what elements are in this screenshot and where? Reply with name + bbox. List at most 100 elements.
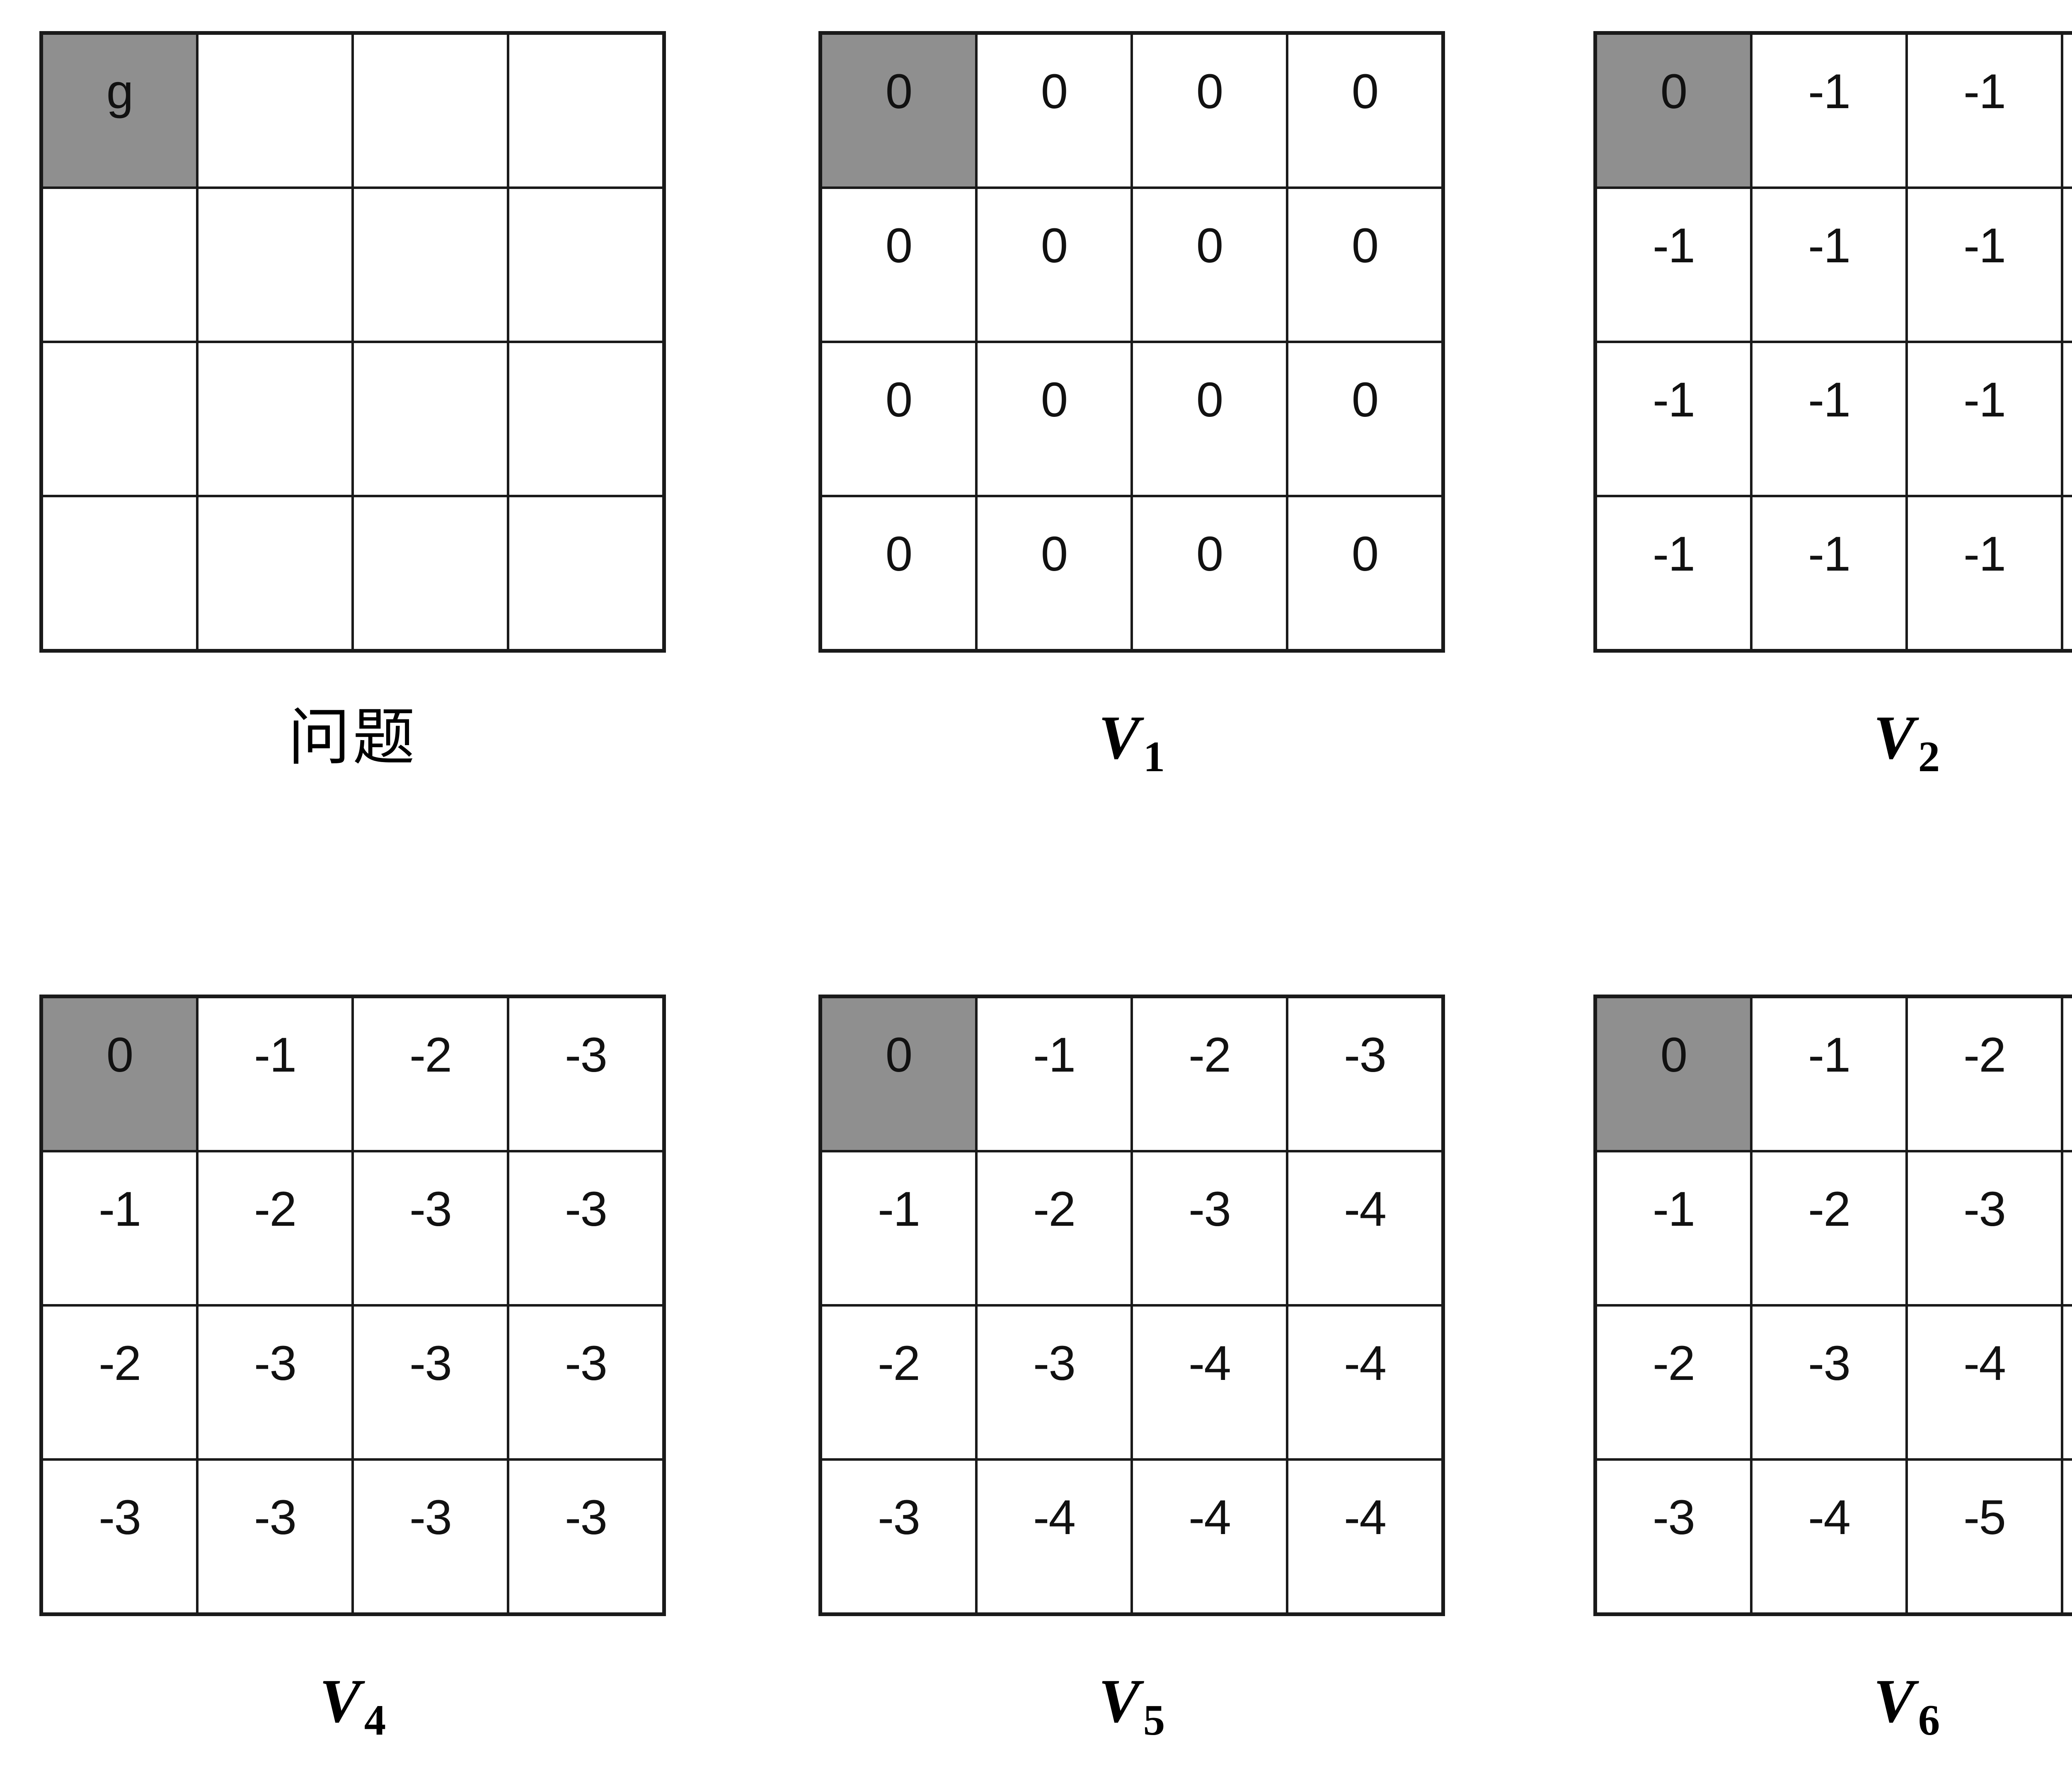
grid-cell[interactable]: -2 [978, 1152, 1130, 1304]
grid-cell[interactable] [509, 189, 662, 341]
grid-cell[interactable]: -3 [43, 1461, 196, 1612]
grid-cell[interactable]: 0 [822, 189, 975, 341]
grid-cell[interactable]: 0 [978, 189, 1130, 341]
grid-cell[interactable]: -1 [198, 998, 351, 1150]
grid-cell[interactable]: -3 [509, 1152, 662, 1304]
grid-cell[interactable]: -4 [1288, 1461, 1441, 1612]
grid-cell[interactable]: -3 [1597, 1461, 1750, 1612]
cell-value: 0 [885, 373, 913, 427]
grid-cell[interactable] [509, 497, 662, 649]
grid-cell[interactable]: -1 [822, 1152, 975, 1304]
grid-cell[interactable] [198, 343, 351, 495]
grid-cell[interactable]: 0 [978, 497, 1130, 649]
grid-cell[interactable] [354, 35, 507, 186]
grid-cell[interactable] [43, 343, 196, 495]
grid-cell[interactable]: -1 [2063, 497, 2072, 649]
grid-cell-start-state[interactable]: 0 [822, 35, 975, 186]
grid-cell[interactable]: -4 [1133, 1307, 1286, 1458]
grid-cell[interactable]: -4 [1908, 1307, 2061, 1458]
grid-cell[interactable]: -3 [1133, 1152, 1286, 1304]
grid-cell[interactable]: -3 [822, 1461, 975, 1612]
grid-cell[interactable] [43, 189, 196, 341]
grid-cell[interactable]: -1 [1597, 497, 1750, 649]
grid-cell[interactable]: -3 [354, 1461, 507, 1612]
grid-cell[interactable] [198, 497, 351, 649]
grid-cell[interactable] [354, 343, 507, 495]
grid-cell[interactable]: -3 [354, 1307, 507, 1458]
grid-cell-start-state[interactable]: g [43, 35, 196, 186]
grid-cell[interactable]: -1 [1597, 343, 1750, 495]
grid-cell[interactable]: -4 [1752, 1461, 1905, 1612]
grid-cell[interactable]: -3 [198, 1461, 351, 1612]
grid-cell[interactable] [509, 343, 662, 495]
grid-cell[interactable]: -3 [1908, 1152, 2061, 1304]
grid-cell[interactable]: -2 [1597, 1307, 1750, 1458]
grid-cell[interactable]: -1 [1597, 189, 1750, 341]
grid-cell[interactable]: -1 [2063, 343, 2072, 495]
grid-cell[interactable]: 0 [822, 497, 975, 649]
grid-cell[interactable]: 0 [1288, 343, 1441, 495]
grid-cell[interactable]: -1 [1908, 189, 2061, 341]
grid-cell[interactable]: -3 [1288, 998, 1441, 1150]
grid-cell[interactable]: -3 [1752, 1307, 1905, 1458]
grid-cell[interactable]: -2 [354, 998, 507, 1150]
grid-cell[interactable]: -1 [1752, 343, 1905, 495]
grid-cell[interactable]: -2 [1908, 998, 2061, 1150]
grid-cell[interactable] [43, 497, 196, 649]
grid-cell[interactable]: -4 [978, 1461, 1130, 1612]
grid-cell[interactable]: -5 [2063, 1307, 2072, 1458]
grid-cell[interactable] [198, 189, 351, 341]
grid-cell[interactable]: 0 [1133, 497, 1286, 649]
grid-cell[interactable]: -2 [1133, 998, 1286, 1150]
grid-cell[interactable]: 0 [978, 35, 1130, 186]
grid-cell[interactable]: -3 [354, 1152, 507, 1304]
grid-cell[interactable]: -2 [198, 1152, 351, 1304]
grid-cell[interactable]: -1 [1752, 35, 1905, 186]
grid-cell[interactable]: -4 [1288, 1152, 1441, 1304]
grid-cell[interactable]: -3 [509, 1307, 662, 1458]
grid-cell[interactable]: 0 [1288, 35, 1441, 186]
grid-cell[interactable]: -1 [1752, 189, 1905, 341]
value-grid-problem: g [39, 31, 666, 653]
grid-cell[interactable]: -3 [509, 998, 662, 1150]
grid-cell[interactable] [509, 35, 662, 186]
grid-cell[interactable]: -1 [2063, 35, 2072, 186]
grid-cell[interactable]: -1 [1908, 343, 2061, 495]
grid-cell[interactable]: -2 [1752, 1152, 1905, 1304]
grid-cell[interactable]: 0 [978, 343, 1130, 495]
grid-cell-start-state[interactable]: 0 [43, 998, 196, 1150]
grid-cell[interactable]: -4 [1133, 1461, 1286, 1612]
grid-cell[interactable]: -3 [509, 1461, 662, 1612]
grid-cell[interactable]: -3 [2063, 998, 2072, 1150]
grid-cell[interactable]: -1 [43, 1152, 196, 1304]
grid-cell[interactable] [354, 497, 507, 649]
grid-cell[interactable]: -2 [43, 1307, 196, 1458]
grid-cell[interactable]: -1 [1752, 497, 1905, 649]
grid-cell[interactable]: -1 [1752, 998, 1905, 1150]
grid-cell[interactable] [198, 35, 351, 186]
grid-cell[interactable]: 0 [1133, 343, 1286, 495]
grid-cell[interactable] [354, 189, 507, 341]
grid-cell[interactable]: -4 [1288, 1307, 1441, 1458]
grid-cell[interactable]: 0 [1133, 35, 1286, 186]
grid-cell[interactable]: 0 [822, 343, 975, 495]
grid-cell[interactable]: -1 [2063, 189, 2072, 341]
grid-cell[interactable]: 0 [1288, 189, 1441, 341]
grid-cell-start-state[interactable]: 0 [822, 998, 975, 1150]
grid-cell[interactable]: -5 [2063, 1461, 2072, 1612]
grid-cell[interactable]: -5 [1908, 1461, 2061, 1612]
grid-cell[interactable]: -4 [2063, 1152, 2072, 1304]
grid-cell-start-state[interactable]: 0 [1597, 998, 1750, 1150]
grid-cell[interactable]: -3 [198, 1307, 351, 1458]
grid-cell[interactable]: 0 [1288, 497, 1441, 649]
grid-cell[interactable]: -1 [1908, 497, 2061, 649]
grid-cell[interactable]: -2 [822, 1307, 975, 1458]
grid-cell[interactable]: 0 [1133, 189, 1286, 341]
grid-cell[interactable]: -1 [1597, 1152, 1750, 1304]
grid-cell-start-state[interactable]: 0 [1597, 35, 1750, 186]
grid-cell[interactable]: -3 [978, 1307, 1130, 1458]
grid-cell[interactable]: -1 [1908, 35, 2061, 186]
grid-cell[interactable]: -1 [978, 998, 1130, 1150]
